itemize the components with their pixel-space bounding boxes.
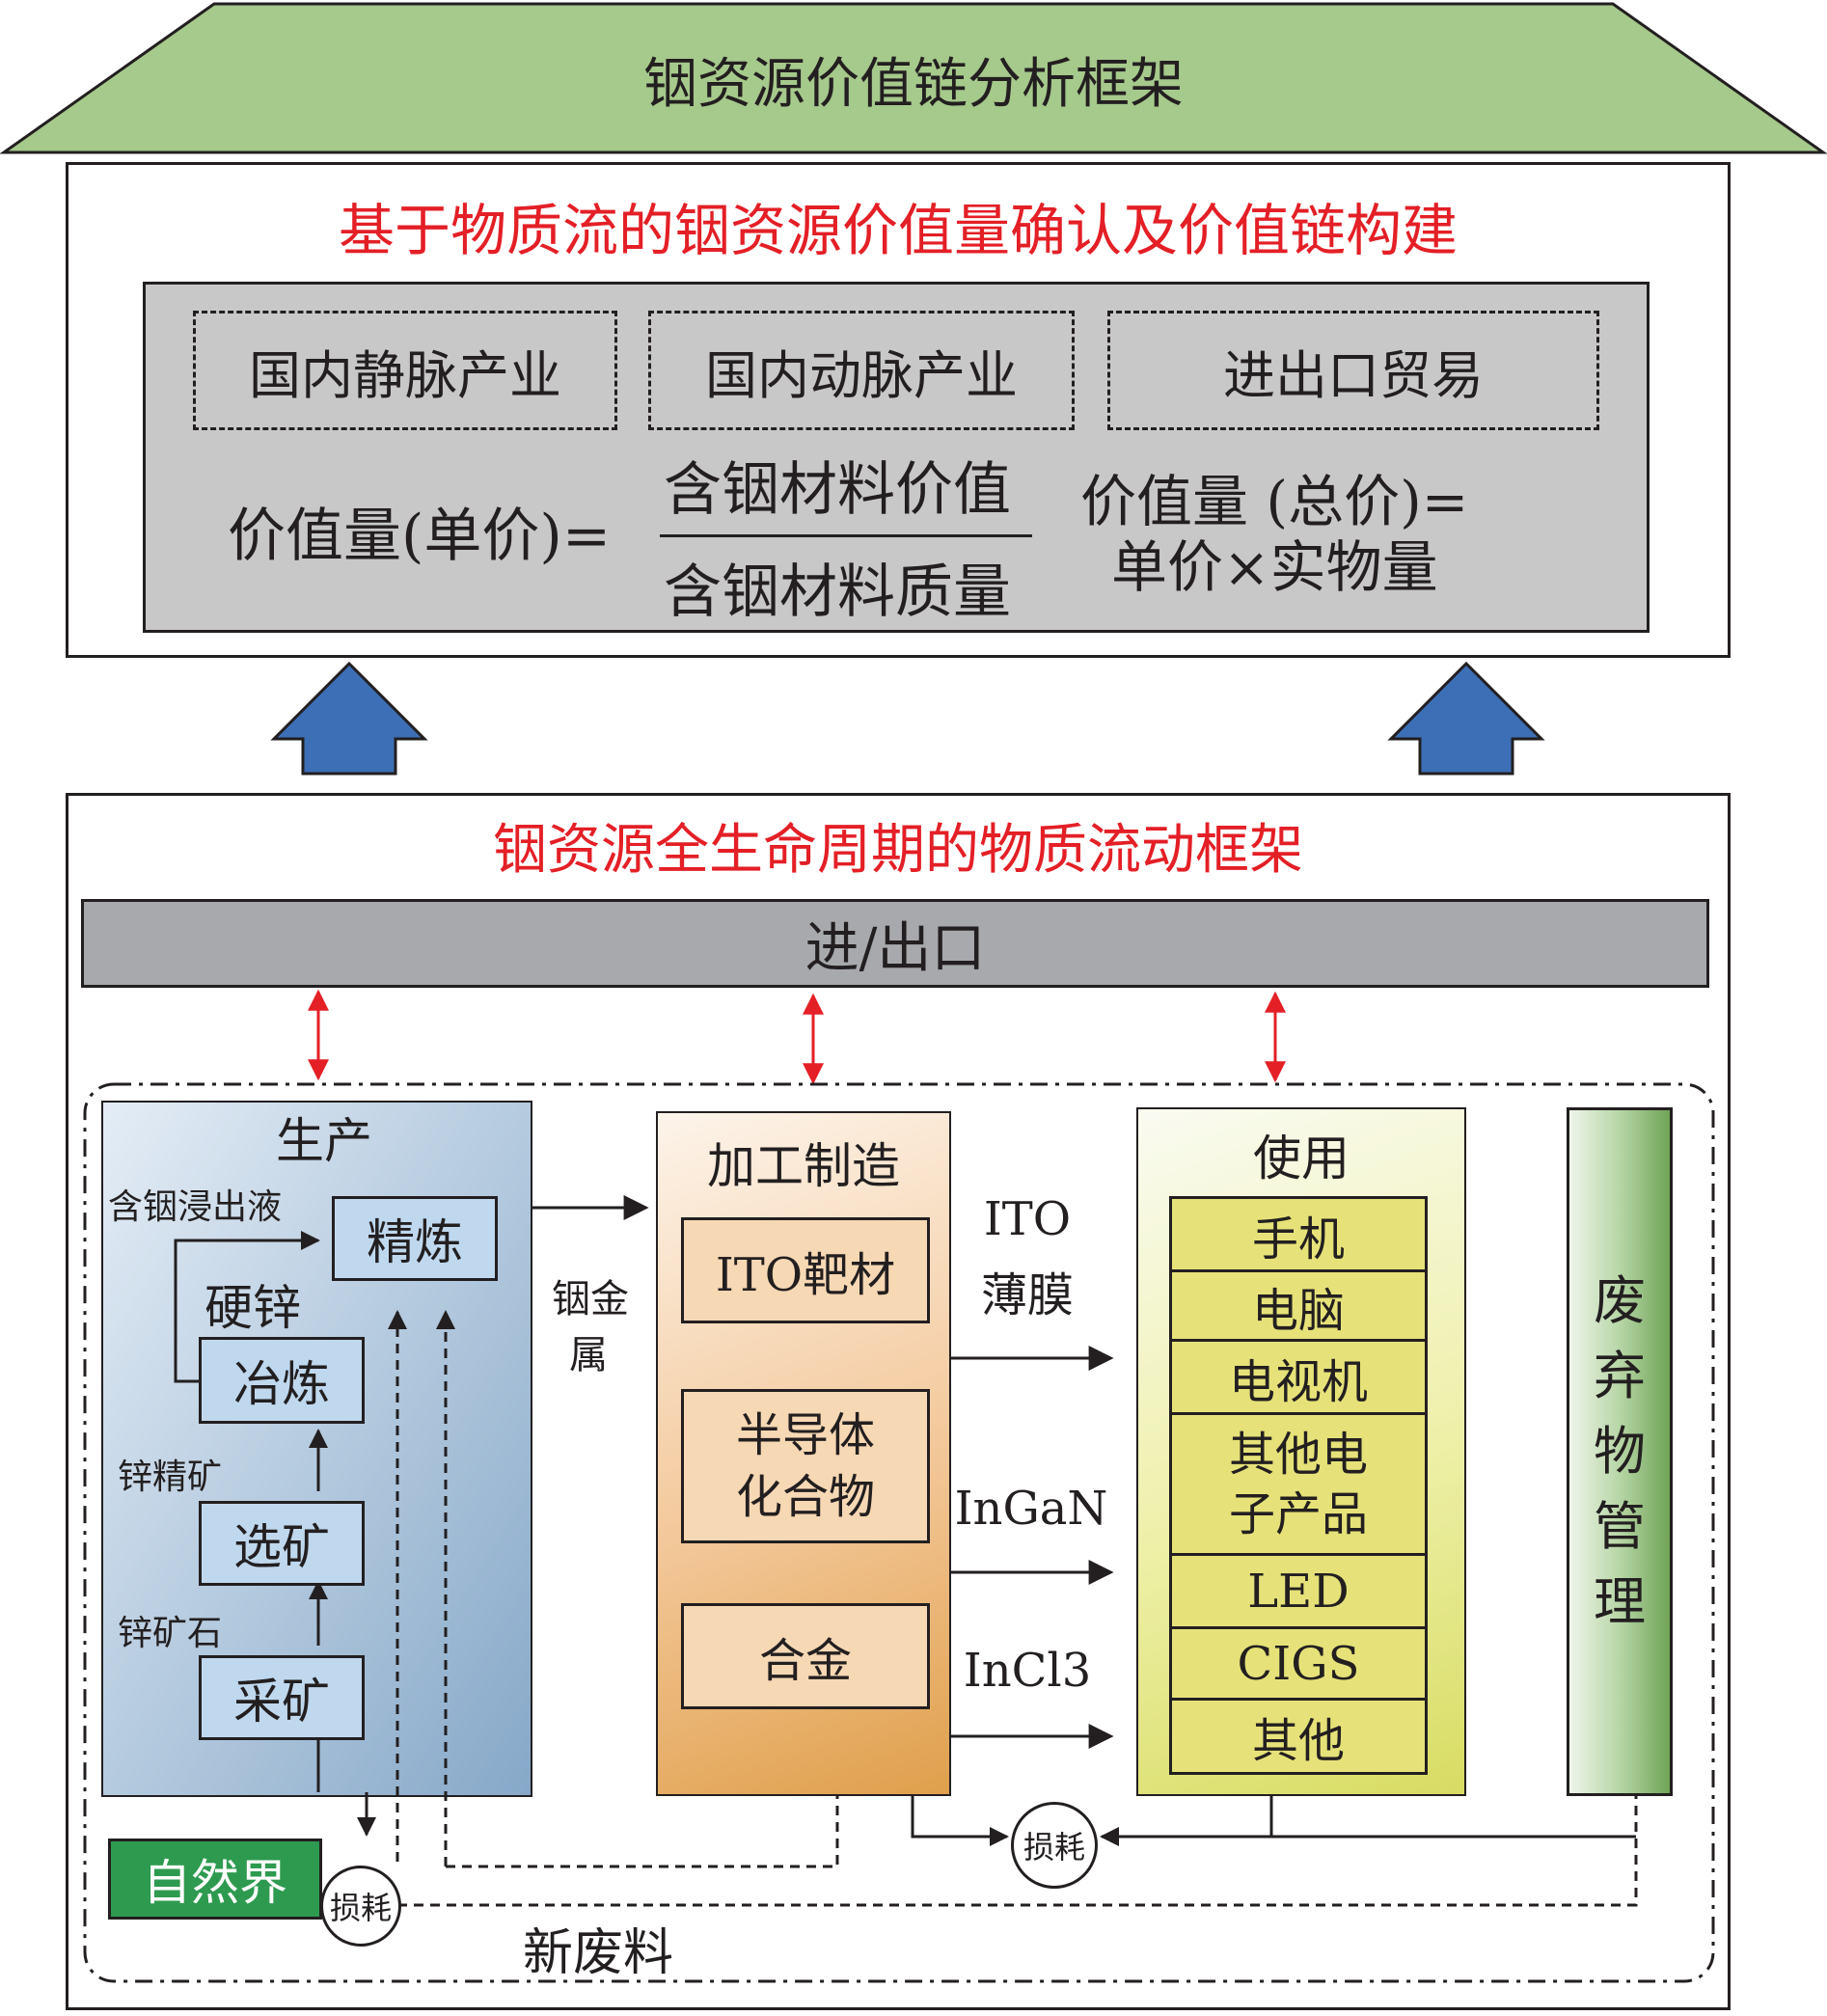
new-scrap-label: 新废料 bbox=[523, 1924, 674, 1982]
unit-price-lhs: 价值量(单价)= bbox=[228, 503, 612, 570]
use-item-tv: 电视机 bbox=[1172, 1342, 1425, 1415]
flow-section-title: 铟资源全生命周期的物质流动框架 bbox=[493, 818, 1303, 882]
sector-domestic-artery: 国内动脉产业 bbox=[648, 311, 1075, 430]
sector-domestic-vein: 国内静脉产业 bbox=[193, 311, 617, 430]
mfg-semiconductor-line2: 化合物 bbox=[735, 1470, 875, 1524]
use-item-phone: 手机 bbox=[1172, 1199, 1425, 1272]
dashed-old-scrap-line bbox=[397, 1796, 1638, 1907]
nature-box: 自然界 bbox=[108, 1839, 322, 1920]
label-leach-solution: 含铟浸出液 bbox=[108, 1187, 283, 1227]
label-zinc-concentrate: 锌精矿 bbox=[118, 1458, 223, 1497]
total-value-line1: 价值量 (总价)= bbox=[1080, 469, 1469, 534]
label-zinc-ore: 锌矿石 bbox=[118, 1614, 223, 1653]
use-item-other-electronics-line2: 子产品 bbox=[1228, 1486, 1368, 1541]
blue-up-arrow-right bbox=[1387, 661, 1545, 776]
trade-bar: 进/出口 bbox=[81, 899, 1709, 988]
formula-numerator: 含铟材料价值 bbox=[664, 455, 1011, 524]
mfg-alloy: 合金 bbox=[681, 1603, 930, 1709]
mfg-semiconductor: 半导体 化合物 bbox=[681, 1389, 930, 1543]
waste-char-5: 理 bbox=[1594, 1571, 1646, 1632]
label-hard-zinc: 硬锌 bbox=[205, 1280, 301, 1336]
step-dress: 选矿 bbox=[199, 1501, 365, 1586]
waste-management-panel: 废 弃 物 管 理 bbox=[1567, 1107, 1673, 1796]
framework-title: 铟资源价值链分析框架 bbox=[643, 52, 1184, 116]
waste-char-4: 管 bbox=[1594, 1496, 1646, 1557]
indium-metal-label-2: 属 bbox=[569, 1333, 608, 1377]
flow-label-incl3: InCl3 bbox=[963, 1644, 1092, 1698]
roof-shape bbox=[0, 2, 1827, 154]
manufacturing-title: 加工制造 bbox=[707, 1138, 900, 1194]
use-item-led: LED bbox=[1172, 1556, 1425, 1629]
formula-denominator: 含铟材料质量 bbox=[664, 558, 1011, 626]
flow-section-box bbox=[66, 793, 1731, 2010]
flow-label-film: 薄膜 bbox=[980, 1268, 1074, 1322]
indium-metal-label-1: 铟金 bbox=[552, 1277, 629, 1321]
value-panel bbox=[143, 282, 1650, 633]
waste-char-1: 废 bbox=[1594, 1270, 1646, 1331]
use-item-other: 其他 bbox=[1251, 1714, 1345, 1768]
blue-up-arrow-left bbox=[270, 661, 428, 776]
flow-label-ingan: InGaN bbox=[954, 1482, 1108, 1536]
step-mine: 采矿 bbox=[199, 1655, 365, 1740]
value-section-title: 基于物质流的铟资源价值量确认及价值链构建 bbox=[338, 198, 1458, 263]
mfg-ito-target: ITO靶材 bbox=[681, 1217, 930, 1323]
use-item-computer: 电脑 bbox=[1172, 1272, 1425, 1342]
loss-circle-right: 损耗 bbox=[1011, 1802, 1098, 1889]
use-list: 手机 电脑 电视机 其他电 子产品 LED CIGS 其他 bbox=[1169, 1196, 1428, 1775]
use-title: 使用 bbox=[1253, 1131, 1350, 1186]
system-boundary bbox=[83, 1082, 1715, 1983]
waste-char-2: 弃 bbox=[1594, 1346, 1646, 1406]
total-value-line2: 单价×实物量 bbox=[1111, 534, 1438, 600]
step-smelt: 冶炼 bbox=[199, 1337, 365, 1424]
arrow-smelt-to-refine bbox=[174, 1231, 320, 1383]
waste-char-3: 物 bbox=[1594, 1421, 1646, 1482]
sector-import-export: 进出口贸易 bbox=[1107, 311, 1599, 430]
arrow-manufacturing-to-loss bbox=[911, 1796, 1009, 1846]
use-item-cigs: CIGS bbox=[1172, 1629, 1425, 1701]
production-title: 生产 bbox=[276, 1113, 372, 1169]
step-refine: 精炼 bbox=[332, 1196, 498, 1281]
fraction-bar bbox=[660, 534, 1032, 537]
loss-circle-left: 损耗 bbox=[320, 1866, 401, 1947]
use-item-other-electronics: 其他电 子产品 bbox=[1172, 1415, 1425, 1556]
use-item-other-electronics-line1: 其他电 bbox=[1228, 1427, 1368, 1482]
mfg-semiconductor-line1: 半导体 bbox=[735, 1408, 875, 1462]
flow-label-ito: ITO bbox=[983, 1192, 1072, 1246]
